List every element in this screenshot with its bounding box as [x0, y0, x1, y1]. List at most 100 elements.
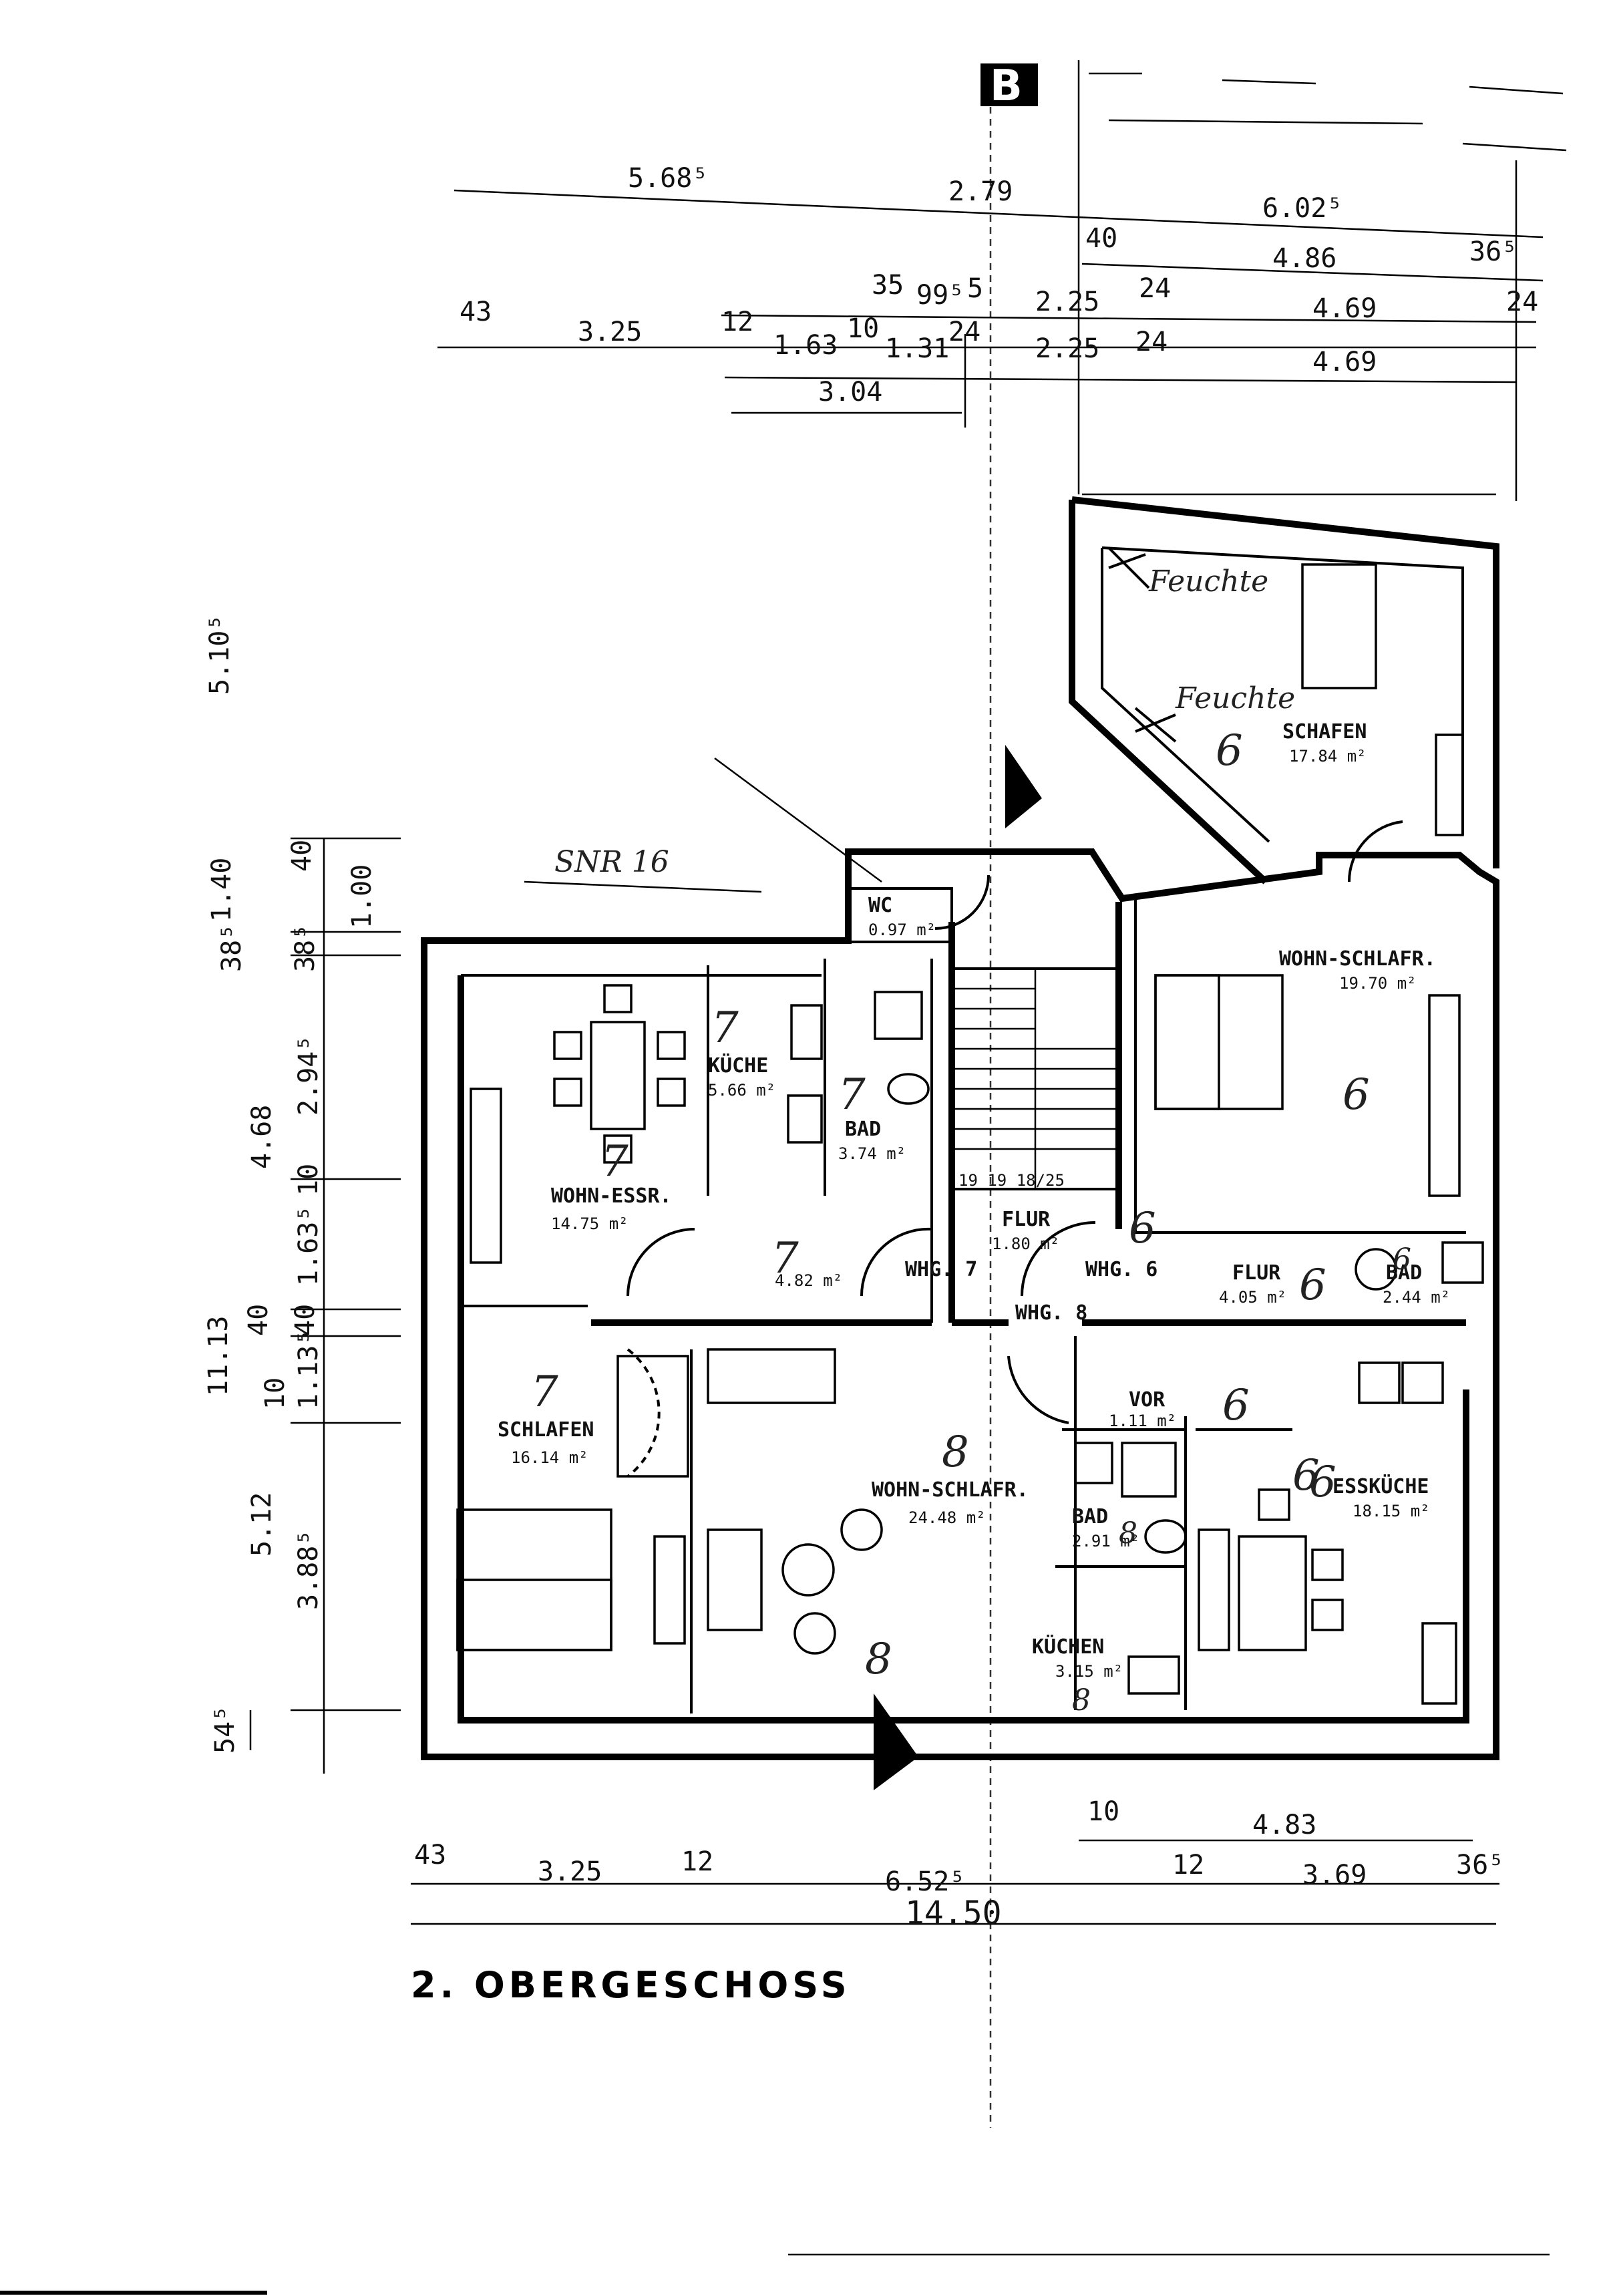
dim-bottom-4-83: 4.83	[1252, 1810, 1316, 1840]
section-cut-b: B	[980, 61, 1038, 111]
room-kuechen8-name: KÜCHEN	[1032, 1634, 1104, 1659]
note-unit7-e: 7	[531, 1367, 558, 1417]
dim-left-40a: 40	[287, 840, 317, 872]
note-unit6-c: 6	[1299, 1261, 1326, 1310]
note-unit7-c: 7	[601, 1137, 629, 1186]
dining-table-6	[1238, 1535, 1307, 1651]
note-unit6-a: 6	[1216, 726, 1243, 776]
left-dimensions: 5.10⁵ 1.40 40 1.00 38⁵ 38⁵ 4.68 2.94⁵ 10…	[203, 615, 401, 1774]
dim-top-4: 40	[1085, 223, 1117, 254]
dim-top-13: 24	[1506, 287, 1538, 317]
dim-bottom-3-69: 3.69	[1302, 1860, 1367, 1891]
shower-tray-8	[1121, 1442, 1177, 1498]
stove	[790, 1004, 823, 1060]
dim-bottom-3-25: 3.25	[538, 1856, 602, 1887]
room-wc-area: 0.97 m²	[868, 921, 936, 939]
dim-top-19: 1.31	[885, 333, 949, 364]
dim-left-38b: 38⁵	[290, 924, 321, 972]
dim-top-8: 99⁵	[916, 280, 964, 311]
wardrobe-6	[1428, 994, 1461, 1197]
room-schlafen7-name: SCHLAFEN	[498, 1418, 594, 1442]
dim-left-1-00: 1.00	[347, 864, 377, 929]
room-kueche-name: KÜCHE	[708, 1053, 768, 1078]
room-flur-stair-note: 19 19 18/25	[958, 1171, 1065, 1190]
note-unit6-e: 6	[1222, 1381, 1250, 1430]
toilet	[887, 1073, 930, 1105]
note-unit6-b: 6	[1343, 1070, 1370, 1120]
stove-6	[1401, 1361, 1444, 1404]
room-vor8-area: 1.11 m²	[1109, 1412, 1176, 1430]
walls	[421, 496, 1499, 1760]
furniture	[456, 563, 1484, 1705]
room-wohn-schlafr6-area: 19.70 m²	[1339, 974, 1417, 993]
room-flur6-name: FLUR	[1232, 1261, 1281, 1285]
staircase	[950, 967, 1120, 1190]
dim-bottom-12b: 12	[1172, 1850, 1204, 1880]
dim-top-1: 5.68⁵	[628, 163, 708, 194]
unit-whg7: WHG. 7	[905, 1258, 977, 1281]
dim-left-3-88: 3.88⁵	[293, 1530, 324, 1610]
room-labels: WC 0.97 m² KÜCHE 5.66 m² BAD 3.74 m² WOH…	[498, 720, 1450, 1681]
dim-bottom-36: 36⁵	[1456, 1850, 1504, 1880]
note-unit7-b: 7	[838, 1070, 866, 1120]
room-wohn-schlafr8-name: WOHN-SCHLAFR.	[872, 1478, 1029, 1502]
dim-top-10: 2.25	[1035, 287, 1099, 317]
dim-top-21: 2.25	[1035, 333, 1099, 364]
room-schlafen7-area: 16.14 m²	[511, 1448, 588, 1467]
dim-top-14: 43	[460, 297, 492, 327]
dim-top-24: 3.04	[818, 377, 882, 407]
dim-left-1-13: 1.13⁵	[293, 1329, 324, 1410]
dim-bottom-12a: 12	[681, 1846, 713, 1877]
dim-bottom-total: 14.50	[905, 1895, 1002, 1932]
dim-top-16: 12	[721, 307, 753, 337]
dining-table	[590, 1021, 646, 1130]
floor-title: 2. OBERGESCHOSS	[411, 1964, 851, 2006]
room-wohn-schlafr6-name: WOHN-SCHLAFR.	[1279, 947, 1436, 971]
room-bad8-area: 2.91 m²	[1072, 1532, 1139, 1550]
room-wohn-essr-name: WOHN-ESSR.	[551, 1184, 672, 1208]
section-arrow-top	[1005, 745, 1042, 828]
note-unit8-b: 8	[1119, 1516, 1137, 1550]
note-unit6-f: 6	[1292, 1451, 1320, 1500]
section-arrow-bottom	[874, 1693, 918, 1790]
room-schlafen6-area: 17.84 m²	[1289, 747, 1367, 766]
room-kuechen8-area: 3.15 m²	[1055, 1662, 1123, 1681]
handwritten-notes: SNR 16 Feuchte Feuchte 6 6 6 6 6 6 6 6 7…	[531, 546, 1411, 1717]
note-feuchte-2: Feuchte	[1175, 681, 1295, 715]
dim-left-38a: 38⁵	[216, 924, 247, 972]
room-vor8-name: VOR	[1129, 1388, 1166, 1412]
doors	[627, 820, 1403, 1478]
coffee-table	[781, 1543, 835, 1597]
bottom-dimensions: 10 4.83 43 3.25 12 6.52⁵ 12 3.69 36⁵ 14.…	[411, 1796, 1504, 1932]
sideboard	[470, 1088, 502, 1264]
dim-top-18: 10	[847, 313, 879, 344]
shower-tray	[874, 991, 923, 1040]
dim-bottom-10: 10	[1087, 1796, 1119, 1827]
room-bad7-name: BAD	[845, 1118, 881, 1141]
stove-8	[1127, 1655, 1180, 1695]
note-unit8-c: 8	[865, 1635, 892, 1684]
dim-left-11-13: 11.13	[203, 1316, 234, 1396]
snr-underline	[524, 880, 762, 893]
room-wohn-schlafr8-area: 24.48 m²	[908, 1508, 986, 1527]
dim-top-20: 24	[948, 317, 980, 347]
dim-top-23: 4.69	[1312, 347, 1377, 377]
room-bad6-name: BAD	[1386, 1261, 1422, 1285]
room-bad8-name: BAD	[1072, 1505, 1108, 1528]
dim-bottom-43: 43	[414, 1840, 446, 1870]
dim-top-12: 4.69	[1312, 293, 1377, 324]
dim-top-2: 2.79	[948, 176, 1013, 207]
note-unit7-a: 7	[711, 1003, 739, 1053]
leader-line	[714, 757, 882, 883]
dim-left-5-12: 5.12	[246, 1492, 277, 1556]
dim-top-5: 4.86	[1272, 243, 1336, 274]
sofa-8	[707, 1528, 763, 1631]
dim-top-3: 6.02⁵	[1262, 193, 1343, 224]
sink	[787, 1094, 823, 1144]
note-unit6-g: 6	[1309, 1458, 1336, 1507]
note-feuchte-marks	[1107, 546, 1177, 743]
room-flur7-area: 4.82 m²	[775, 1271, 842, 1290]
dim-top-22: 24	[1135, 327, 1168, 357]
dim-left-1-40: 1.40	[206, 858, 237, 922]
note-unit6-h: 6	[1129, 1204, 1156, 1253]
